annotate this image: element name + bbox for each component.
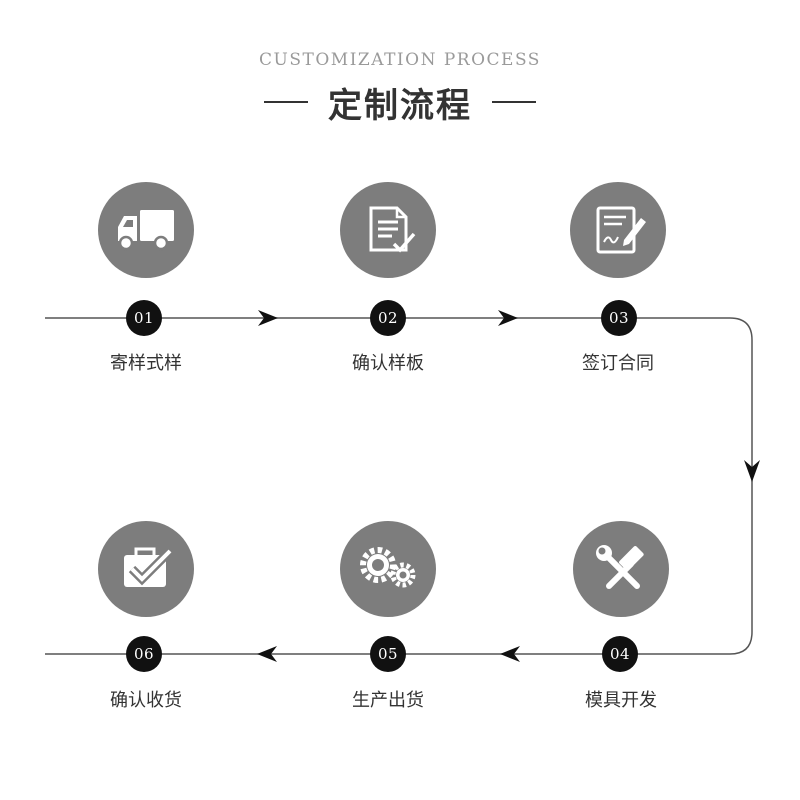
- step-03-badge: 03: [601, 300, 637, 336]
- page-title: 定制流程: [328, 85, 472, 126]
- step-06-circle: [98, 521, 194, 617]
- step-05-badge: 05: [370, 636, 406, 672]
- title-dash-right: [492, 101, 536, 103]
- arrow-01-02: [258, 310, 278, 326]
- wrench-hammer-icon: [596, 545, 644, 589]
- step-01-circle: [98, 182, 194, 278]
- contract-sign-icon: [596, 206, 646, 254]
- step-05-circle: [340, 521, 436, 617]
- title-dash-left: [264, 101, 308, 103]
- briefcase-check-icon: [124, 547, 174, 587]
- step-03-circle: [570, 182, 666, 278]
- gears-icon: [360, 547, 416, 588]
- step-02-circle: [340, 182, 436, 278]
- step-02-label: 确认样板: [352, 353, 424, 374]
- step-04-label: 模具开发: [585, 690, 657, 711]
- step-02-badge: 02: [370, 300, 406, 336]
- arrow-04-05: [500, 646, 520, 662]
- step-03-label: 签订合同: [582, 353, 654, 374]
- step-01-badge: 01: [126, 300, 162, 336]
- step-06-label: 确认收货: [110, 690, 182, 711]
- right-connector: [729, 317, 753, 655]
- step-04-circle: [573, 521, 669, 617]
- step-01-label: 寄样式样: [110, 353, 182, 374]
- title-row: 定制流程: [0, 80, 800, 126]
- truck-icon: [118, 210, 174, 251]
- document-check-icon: [369, 206, 416, 253]
- step-05-label: 生产出货: [352, 690, 424, 711]
- arrow-03-04: [744, 460, 760, 482]
- subtitle: CUSTOMIZATION PROCESS: [259, 50, 541, 70]
- arrow-02-03: [498, 310, 518, 326]
- arrow-05-06: [257, 646, 277, 662]
- step-04-badge: 04: [602, 636, 638, 672]
- step-06-badge: 06: [126, 636, 162, 672]
